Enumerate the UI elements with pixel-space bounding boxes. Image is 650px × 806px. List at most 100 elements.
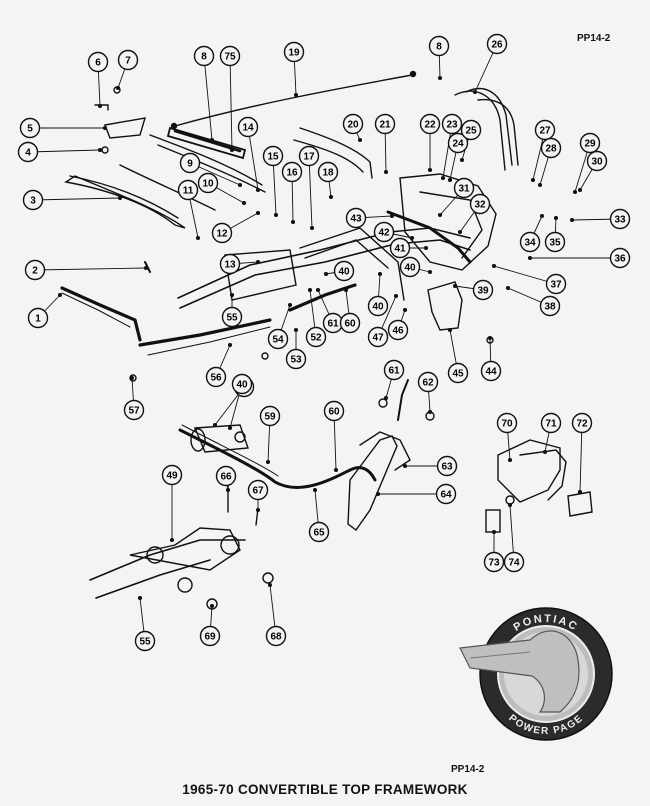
leader-endpoint (427, 269, 433, 275)
callout-bubble: 66 (215, 465, 237, 487)
leader-endpoint (572, 189, 578, 195)
leader-endpoint (143, 265, 149, 271)
callout-number: 35 (549, 238, 561, 249)
callout-bubble: 1 (27, 307, 49, 329)
callout-number: 52 (310, 333, 322, 344)
leader-endpoint (328, 194, 334, 200)
lower-link-49 (129, 527, 241, 571)
callout-bubble: 44 (480, 360, 502, 382)
callout-number: 60 (328, 407, 340, 418)
callout-number: 54 (272, 335, 284, 346)
callout-circle (428, 35, 450, 57)
pontiac-power-page-logo: PONTIAC POWER PAGE (459, 607, 613, 741)
callout-bubble: 28 (540, 137, 562, 159)
leader-endpoint (507, 457, 513, 463)
callout-number: 44 (485, 367, 497, 378)
rail-9 (119, 164, 216, 211)
page-ref-top: PP14-2 (577, 33, 611, 44)
leader-endpoint (97, 103, 103, 109)
callout-circle (219, 45, 241, 67)
callout-bubble: 29 (579, 132, 601, 154)
callout-number: 62 (422, 378, 434, 389)
callout-circle (298, 145, 320, 167)
callout-bubble: 34 (519, 231, 541, 253)
callout-number: 40 (338, 267, 350, 278)
leader-line (308, 155, 313, 229)
cable-19-end (409, 70, 417, 78)
leader-endpoint (209, 603, 215, 609)
callout-circle (305, 326, 327, 348)
callout-bubble: 47 (367, 326, 389, 348)
callout-circle (374, 113, 396, 135)
leader-endpoint (293, 327, 299, 333)
leader-endpoint (437, 212, 443, 218)
callout-number: 16 (286, 168, 298, 179)
leader-line (32, 197, 121, 201)
callout-circle (87, 51, 109, 73)
callout-bubble: 8 (193, 45, 215, 67)
callout-number: 63 (441, 462, 453, 473)
callout-bubble: 40 (399, 256, 421, 278)
leader-line (229, 55, 233, 151)
callout-number: 23 (446, 120, 458, 131)
cable-19 (174, 74, 413, 127)
lever-64 (347, 435, 398, 531)
callout-number: 13 (224, 260, 236, 271)
leader-endpoint (195, 235, 201, 241)
leader-line (34, 267, 147, 271)
leader-line (493, 265, 557, 285)
callout-number: 40 (372, 302, 384, 313)
callout-circle (267, 328, 289, 350)
leader-endpoint (505, 285, 511, 291)
callout-number: 53 (290, 355, 302, 366)
callout-bubble: 16 (281, 161, 303, 183)
callout-circle (586, 150, 608, 172)
callout-bubble: 31 (453, 177, 475, 199)
bracket-5 (104, 117, 146, 139)
callout-bubble: 61 (383, 359, 405, 381)
callout-number: 38 (544, 302, 556, 313)
callout-number: 71 (545, 419, 557, 430)
callout-bubble: 40 (333, 260, 355, 282)
leader-endpoint (427, 167, 433, 173)
callout-circle (211, 222, 233, 244)
bolt-53 (261, 352, 269, 360)
callout-circle (387, 319, 409, 341)
callout-number: 26 (491, 40, 503, 51)
leader-endpoint (102, 125, 108, 131)
leader-endpoint (459, 157, 465, 163)
leader-endpoint (437, 75, 443, 81)
callout-circle (609, 208, 631, 230)
leader-endpoint (212, 422, 218, 428)
leader-endpoint (491, 529, 497, 535)
callout-bubble: 27 (534, 119, 556, 141)
callout-bubble: 63 (436, 455, 458, 477)
callout-bubble: 60 (339, 312, 361, 334)
callout-circle (281, 161, 303, 183)
callout-bubble: 75 (219, 45, 241, 67)
callout-number: 49 (166, 471, 178, 482)
callout-bubble: 71 (540, 412, 562, 434)
leader-endpoint (447, 327, 453, 333)
leader-endpoint (423, 245, 429, 251)
weatherstrip-14b (157, 144, 266, 193)
callout-number: 11 (183, 186, 194, 197)
callout-number: 25 (465, 126, 477, 137)
callout-bubble: 23 (441, 113, 463, 135)
callout-circle (469, 193, 491, 215)
leader-line (27, 149, 101, 153)
callout-circle (24, 259, 46, 281)
weatherstrip-56 (138, 318, 272, 347)
callout-circle (17, 141, 39, 163)
callout-bubble: 36 (609, 247, 631, 269)
leader-endpoint (487, 335, 493, 341)
leader-endpoint (427, 409, 433, 415)
callout-bubble: 52 (305, 326, 327, 348)
leader-endpoint (57, 292, 63, 298)
callout-circle (383, 359, 405, 381)
leader-endpoint (553, 215, 559, 221)
callout-circle (545, 273, 567, 295)
callout-circle (259, 405, 281, 427)
callout-number: 3 (30, 196, 36, 207)
